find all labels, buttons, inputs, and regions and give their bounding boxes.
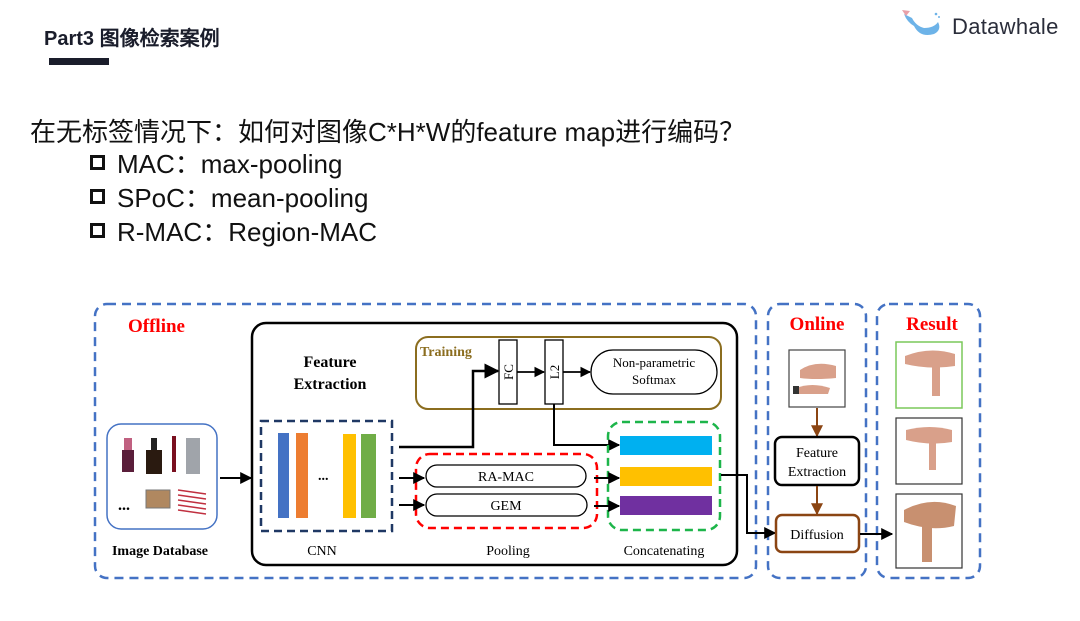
- question-text: 在无标签情况下：如何对图像C*H*W的feature map进行编码？: [30, 117, 746, 147]
- bullet-item: R-MAC：Region-MAC: [90, 212, 377, 249]
- cnn-box: [259, 419, 394, 533]
- online-label: Online: [790, 314, 845, 335]
- online-feature-extraction-line1: Feature: [796, 446, 838, 461]
- l2-to-concat-arrow: [553, 404, 621, 451]
- online-feature-extraction-box: [773, 435, 861, 487]
- offline-region: [93, 302, 758, 580]
- pooling-box: [414, 452, 599, 530]
- result-region: [875, 302, 982, 580]
- datawhale-logo-icon: [898, 8, 944, 44]
- concat-box: [606, 420, 722, 532]
- result-image: [895, 341, 963, 409]
- fc-label: FC: [501, 364, 516, 380]
- checkbox-icon: [90, 223, 105, 238]
- feature-extraction-box: [250, 321, 739, 567]
- ra-mac-label: RA-MAC: [478, 470, 534, 485]
- online-feature-extraction-line2: Extraction: [788, 465, 846, 480]
- result-image: [895, 493, 963, 569]
- softmax-label-line1: Non-parametric: [613, 355, 696, 370]
- gem-box: [425, 493, 588, 517]
- db-ellipsis: ...: [118, 497, 130, 514]
- pooling-label: Pooling: [486, 544, 530, 559]
- bullet-item: MAC：max-pooling: [90, 144, 342, 181]
- bullet-text: SPoC：mean-pooling: [117, 183, 369, 213]
- gem-label: GEM: [490, 499, 522, 514]
- ra-mac-box: [425, 464, 587, 488]
- cnn-ellipsis: ...: [318, 469, 329, 484]
- concat-bar: [620, 496, 712, 515]
- result-label: Result: [906, 314, 958, 335]
- concatenating-label: Concatenating: [624, 544, 705, 559]
- diffusion-label: Diffusion: [790, 528, 843, 543]
- diffusion-box: [774, 513, 861, 554]
- image-database-label: Image Database: [112, 544, 208, 559]
- cnn-to-fc-arrow: [399, 363, 500, 449]
- slide-title: Part3 图像检索案例: [44, 28, 220, 50]
- cnn-layer: [343, 434, 356, 518]
- concat-to-diffusion-arrow: [721, 474, 777, 539]
- result-image: [895, 417, 963, 485]
- feature-extraction-title-line2: Extraction: [294, 376, 367, 393]
- offline-label: Offline: [128, 316, 185, 337]
- concat-bar: [620, 436, 712, 455]
- cnn-label: CNN: [307, 544, 337, 559]
- bullet-text: R-MAC：Region-MAC: [117, 217, 378, 247]
- title-underline: [49, 58, 109, 65]
- training-box: [415, 336, 722, 410]
- softmax-label-line2: Softmax: [632, 372, 677, 387]
- query-image: [788, 349, 846, 408]
- bullet-text: MAC：max-pooling: [117, 149, 343, 179]
- cnn-layer: [361, 434, 376, 518]
- checkbox-icon: [90, 155, 105, 170]
- l2-label: L2: [547, 365, 562, 379]
- bullet-item: SPoC：mean-pooling: [90, 178, 368, 215]
- cosmetics-thumbnails: ...: [118, 436, 207, 515]
- feature-extraction-title-line1: Feature: [303, 354, 356, 371]
- checkbox-icon: [90, 189, 105, 204]
- logo-text: Datawhale: [952, 14, 1059, 39]
- concat-bar: [620, 467, 712, 486]
- online-region: [766, 302, 868, 580]
- cnn-layer: [296, 433, 308, 518]
- training-label: Training: [420, 345, 472, 360]
- cnn-layer: [278, 433, 289, 518]
